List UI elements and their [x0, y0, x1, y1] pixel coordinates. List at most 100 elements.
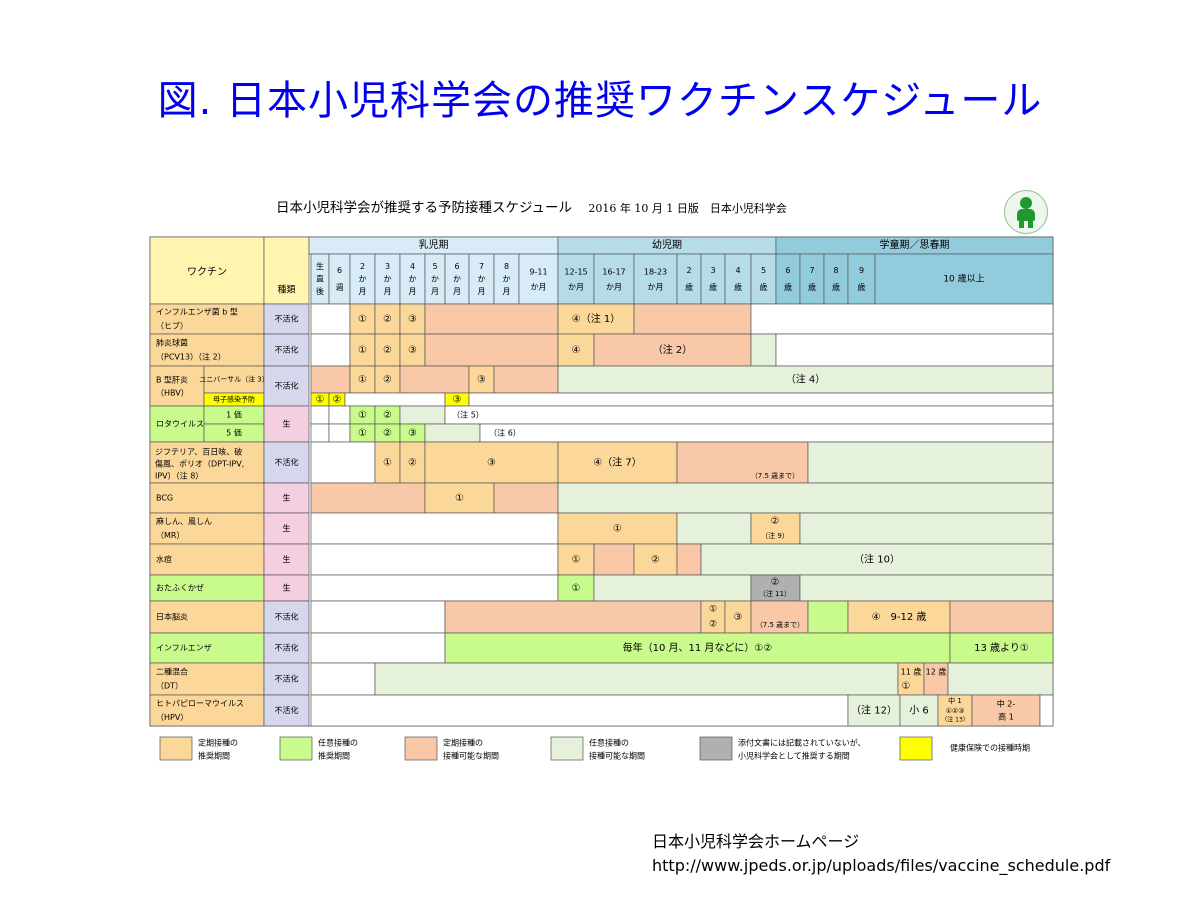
- age-label: 月: [409, 287, 417, 296]
- schedule-cell-label: ②: [408, 458, 417, 469]
- schedule-cell: [799, 512, 1054, 545]
- schedule-cell: [593, 574, 752, 602]
- age-label: 歳: [734, 282, 742, 292]
- legend-label: 接種可能な期間: [589, 751, 645, 761]
- period-toddler-label: 幼児期: [652, 238, 682, 251]
- schedule-cell: [493, 482, 559, 514]
- empty-cell: [310, 600, 446, 634]
- schedule-cell: [593, 333, 752, 367]
- age-label: か: [453, 275, 461, 284]
- vaccine-name-label: ロタウイルス: [156, 420, 204, 429]
- vaccine-name-label: 傷風、ポリオ（DPT-IPV,: [155, 459, 244, 469]
- schedule-cell-label: ③: [487, 458, 496, 469]
- age-column-header: [724, 253, 752, 305]
- dpt-note: （7.5 歳まで）: [751, 471, 799, 480]
- schedule-cell: [937, 694, 973, 727]
- schedule-cell: [949, 632, 1054, 664]
- dt-11: 11 歳: [901, 667, 922, 677]
- schedule-cell: [424, 303, 559, 335]
- age-label: 5: [432, 262, 437, 271]
- schedule-cell: [349, 365, 376, 394]
- age-label: 月: [503, 287, 511, 296]
- age-column-header: [823, 253, 849, 305]
- legend-label: 定期接種の: [198, 738, 238, 748]
- age-label: 6: [454, 262, 459, 271]
- legend-label: 任意接種の: [318, 738, 358, 748]
- legend-label: 接種可能な期間: [443, 751, 499, 761]
- vaccine-type: [263, 441, 310, 484]
- legend-label: 添付文書には記載されていないが、: [738, 738, 866, 748]
- je-dose2: ②: [709, 620, 717, 630]
- empty-cell: [310, 333, 351, 367]
- age-column-header: [874, 253, 1054, 305]
- schedule-cell: [593, 543, 635, 576]
- age-label: 2: [360, 262, 365, 271]
- vaccine-name-label: （HPV）: [156, 713, 188, 722]
- legend-label: 推奨期間: [198, 751, 230, 761]
- age-column-header: [593, 253, 635, 305]
- schedule-cell-label: ③: [408, 428, 417, 439]
- age-label: 9-11: [529, 268, 547, 277]
- vaccine-name: [149, 333, 265, 367]
- schedule-title-text: 日本小児科学会が推奨する予防接種スケジュール: [276, 200, 573, 216]
- legend-label: 健康保険での接種時期: [950, 743, 1030, 753]
- schedule-cell-label: ④（注 7）: [593, 456, 642, 469]
- schedule-cell-label: ④（注 1）: [572, 312, 621, 325]
- schedule-cell: [557, 365, 1054, 394]
- age-label: か: [503, 275, 511, 284]
- rota5-note: （注 6）: [489, 428, 521, 438]
- vaccine-type: [263, 405, 310, 443]
- vaccine-type-label: 不活化: [275, 643, 299, 653]
- schedule-cell-label: 毎年（10 月、11 月などに）①②: [623, 641, 773, 654]
- vaccine-name-label: 水痘: [156, 554, 172, 564]
- age-label: 2: [686, 266, 691, 275]
- schedule-cell: [847, 600, 951, 634]
- age-label: 月: [359, 287, 367, 296]
- credit-url[interactable]: http://www.jpeds.or.jp/uploads/files/vac…: [652, 856, 1111, 875]
- schedule-cell-label: ①: [383, 458, 392, 469]
- vaccine-type-label: 不活化: [275, 381, 299, 391]
- vaccine-type-label: 不活化: [275, 345, 299, 355]
- schedule-cell-label: ③: [734, 612, 743, 623]
- schedule-cell: [424, 333, 559, 367]
- age-label: か: [431, 275, 439, 284]
- schedule-cell-label: ②: [383, 375, 392, 386]
- schedule-cell-label: ①: [358, 410, 367, 421]
- schedule-title: 日本小児科学会が推奨する予防接種スケジュール 2016 年 10 月 1 日版 …: [276, 196, 787, 216]
- vaccine-type-label: 不活化: [275, 674, 299, 684]
- schedule-cell-label: ②: [383, 345, 392, 356]
- vaccine-sub: [203, 365, 265, 394]
- schedule-cell: [493, 365, 559, 394]
- age-label: 9: [859, 266, 864, 275]
- empty-cell: [310, 303, 351, 335]
- age-column-header: [847, 253, 876, 305]
- vaccine-name-label: ヒトパピローマウイルス: [156, 699, 244, 708]
- vaccine-type: [263, 333, 310, 367]
- schedule-cell: [633, 303, 752, 335]
- schedule-cell: [444, 600, 702, 634]
- source-credit: 日本小児科学会ホームページ http://www.jpeds.or.jp/upl…: [652, 830, 1110, 878]
- age-column-header: [399, 253, 426, 305]
- legend-swatch: [159, 736, 193, 761]
- rota1-note: （注 5）: [452, 410, 484, 420]
- vaccine-type-label: 不活化: [275, 705, 299, 715]
- empty-cell: [310, 694, 849, 727]
- period-school-label: 学童期／思春期: [880, 238, 950, 251]
- mr-dose2: ②: [771, 516, 780, 527]
- empty-cell: [310, 662, 376, 696]
- je-note: （7.5 歳まで）: [756, 620, 804, 629]
- age-label: 歳: [832, 282, 840, 292]
- vaccine-name-label: （DT）: [156, 682, 183, 691]
- age-label: 7: [809, 266, 814, 275]
- vaccine-type-label: 生: [283, 554, 291, 564]
- vaccine-type-label: 生: [283, 583, 291, 593]
- schedule-cell-label: ②: [651, 555, 660, 566]
- age-column-header: [775, 253, 801, 305]
- age-label: 3: [710, 266, 715, 275]
- vaccine-name-label: インフルエンザ菌 b 型: [156, 307, 238, 317]
- schedule-cell: [750, 333, 777, 367]
- schedule-cell: [374, 441, 401, 484]
- age-label: か: [478, 275, 486, 284]
- empty-cell: [1039, 694, 1054, 727]
- vaccine-name: [149, 441, 265, 484]
